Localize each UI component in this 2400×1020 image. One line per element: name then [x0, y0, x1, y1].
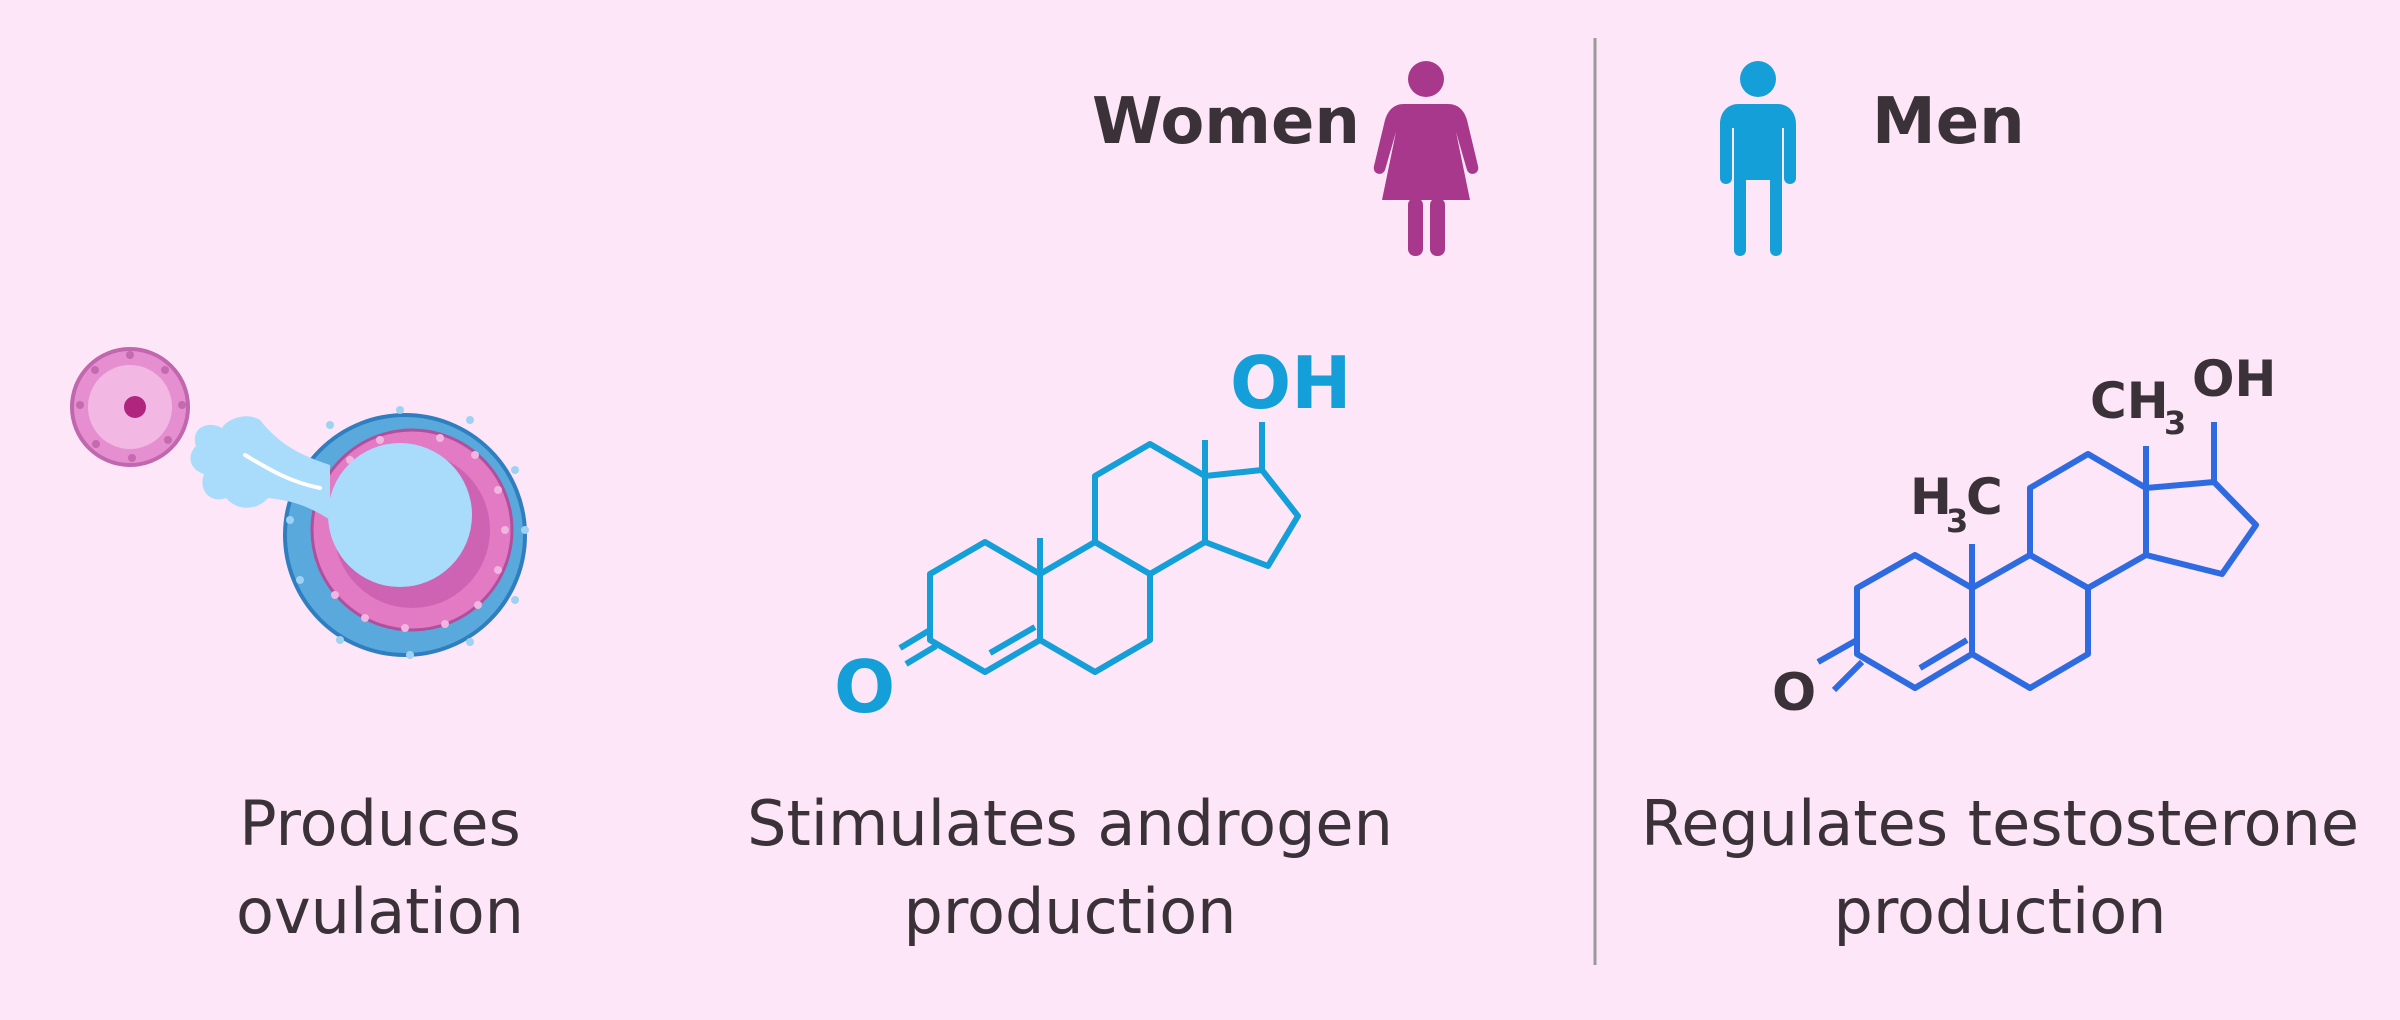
caption-ovulation: Produces ovulation — [130, 780, 630, 956]
women-o-label: O — [834, 645, 895, 729]
women-header: Women — [1092, 85, 1360, 159]
men-header: Men — [1872, 85, 2025, 159]
testosterone-molecule — [1816, 422, 2259, 693]
ovum-follicle-icon — [70, 347, 529, 659]
caption-ovulation-line-1: Produces — [239, 787, 521, 860]
women-oh-label: OH — [1230, 341, 1351, 425]
men-oh-label: OH — [2192, 350, 2276, 408]
caption-testosterone: Regulates testosterone production — [1600, 780, 2400, 956]
men-h3c-h: H — [1910, 468, 1952, 526]
caption-androgen-line-1: Stimulates androgen — [747, 787, 1393, 860]
men-o-label: O — [1772, 663, 1816, 723]
woman-icon — [1373, 61, 1479, 256]
men-h3c-c: C — [1966, 468, 2003, 526]
caption-ovulation-line-2: ovulation — [236, 875, 524, 948]
caption-testosterone-line-2: production — [1833, 875, 2167, 948]
caption-androgen-line-2: production — [903, 875, 1237, 948]
man-icon — [1720, 61, 1796, 256]
androgen-molecule — [898, 422, 1301, 675]
men-ch3-label: CH — [2090, 372, 2169, 430]
caption-testosterone-line-1: Regulates testosterone — [1640, 787, 2360, 860]
men-ch3-sub: 3 — [2164, 404, 2186, 442]
caption-androgen: Stimulates androgen production — [700, 780, 1440, 956]
men-h3c-sub: 3 — [1946, 502, 1968, 540]
